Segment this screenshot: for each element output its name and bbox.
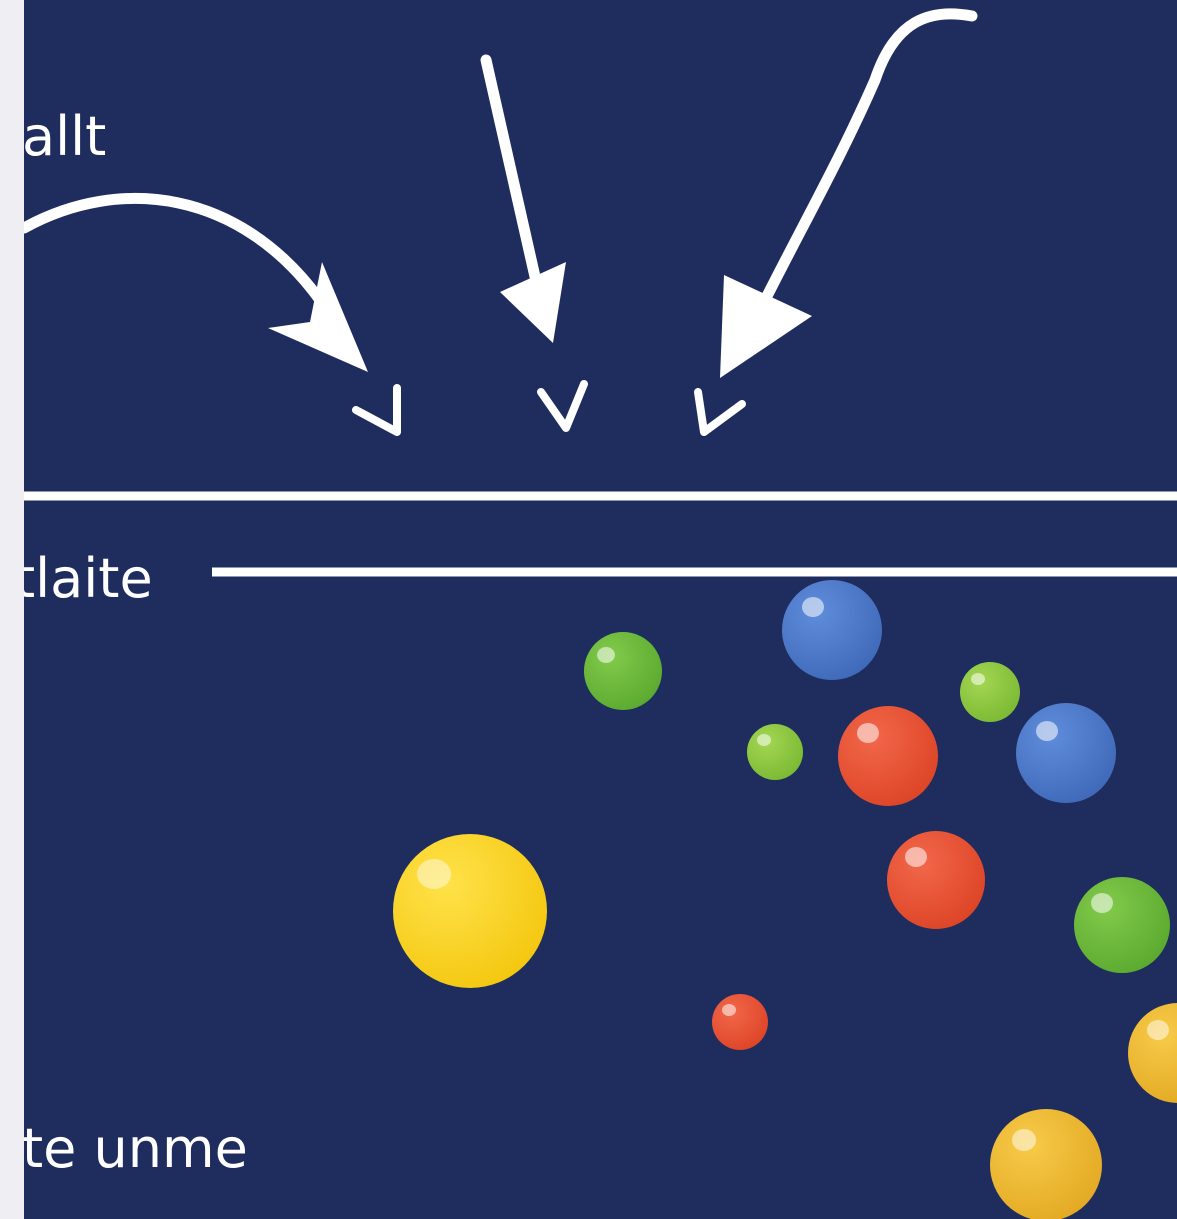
ball [1128, 1003, 1177, 1103]
ball [990, 1109, 1102, 1219]
ball [584, 632, 662, 710]
top-label: allt [24, 105, 107, 168]
ball [393, 834, 547, 988]
arrow-icon [694, 8, 978, 436]
middle-label: tlaite [24, 547, 153, 610]
arrow-icon [480, 54, 588, 432]
diagram-panel: allt tlaite te unme [24, 0, 1177, 1219]
ball [887, 831, 985, 929]
ball [782, 580, 882, 680]
bottom-label: te unme [24, 1117, 248, 1180]
ball [1016, 703, 1116, 803]
ball [1074, 877, 1170, 973]
ball [838, 706, 938, 806]
ball [960, 662, 1020, 722]
ball [747, 724, 803, 780]
diagram-svg [24, 8, 1177, 1219]
ball [712, 994, 768, 1050]
arrow-icon [24, 192, 401, 436]
